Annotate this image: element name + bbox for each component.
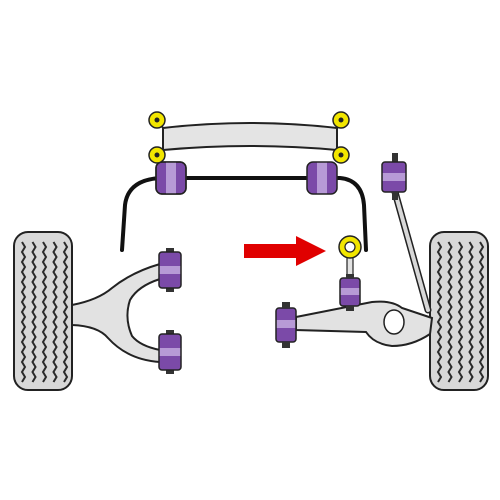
anti-roll-bar-bush-left: [155, 161, 187, 195]
anti-roll-bar: [120, 176, 368, 252]
tyre-tread-line: [478, 241, 485, 383]
tyre-tread-line: [41, 241, 48, 383]
lower-arm-right: [295, 300, 434, 348]
tyre-tread-line: [468, 241, 474, 383]
left-tyre-icon: [13, 231, 73, 391]
red-arrow-icon: [244, 236, 326, 266]
wishbone-front-bush: [158, 247, 182, 293]
lower-wishbone-left: [71, 262, 161, 364]
right-tyre-icon: [429, 231, 489, 391]
drop-link-bush: [339, 274, 361, 311]
strut-rod: [391, 188, 432, 314]
tyre-tread-line: [436, 241, 443, 383]
strut-top-bush: [381, 153, 407, 200]
anti-roll-bar-bush-right: [306, 161, 338, 195]
tyre-tread-line: [457, 241, 464, 383]
tyre-tread-line: [31, 241, 37, 383]
tyre-tread-line: [447, 241, 453, 383]
tyre-tread-line: [20, 241, 27, 383]
subframe-beam: [157, 119, 343, 156]
lower-arm-inner-bush: [275, 302, 297, 348]
bolt-centres: [154, 117, 344, 158]
highlighted-bush: [338, 235, 362, 259]
tyre-tread-line: [62, 241, 69, 383]
wishbone-rear-bush: [158, 329, 182, 375]
tyre-tread-line: [52, 241, 58, 383]
